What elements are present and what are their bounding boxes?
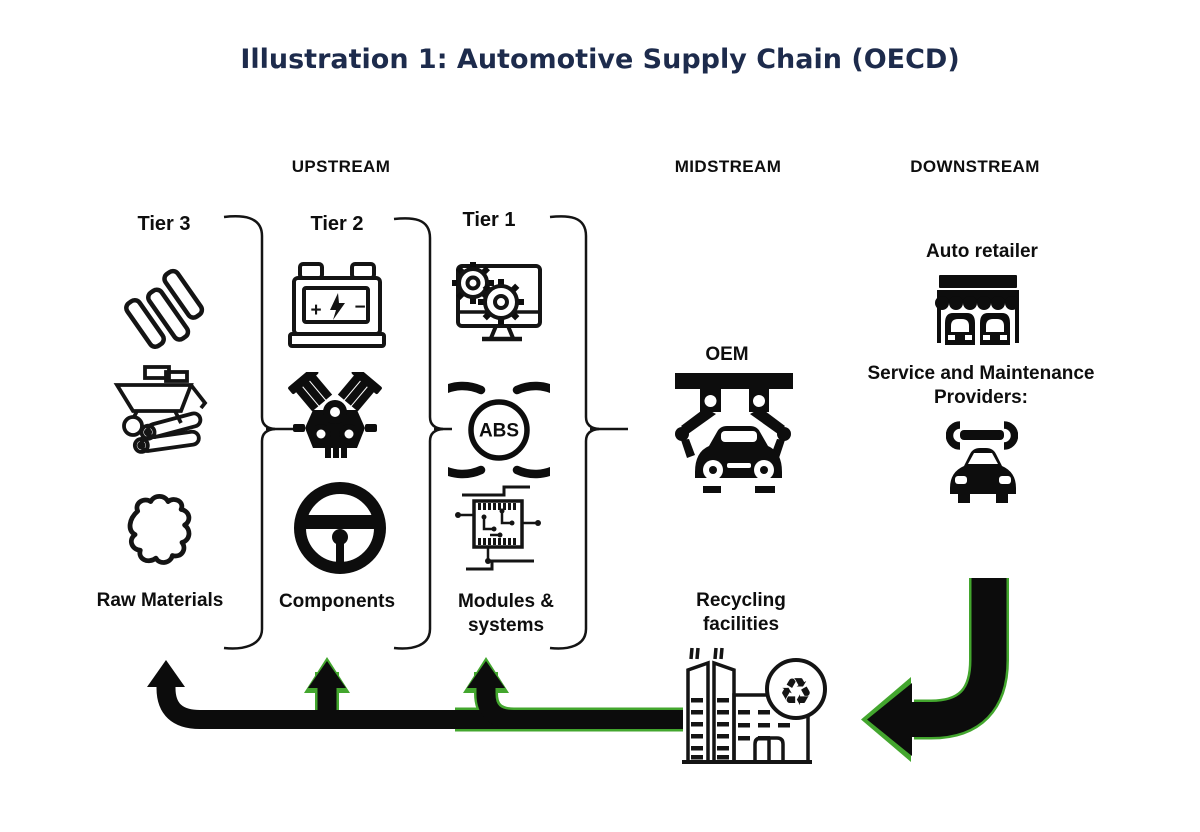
wrench-icon xyxy=(946,421,1018,450)
steering-wheel-icon xyxy=(294,482,386,574)
wrench-car-icon xyxy=(946,421,1018,503)
monitor-gears-icon xyxy=(452,262,542,342)
tier2-label: Tier 2 xyxy=(310,213,364,235)
leather-hide-icon xyxy=(127,493,192,565)
tier3-caption: Raw Materials xyxy=(96,590,224,611)
header-downstream: DOWNSTREAM xyxy=(910,157,1040,176)
recycle-badge xyxy=(765,658,827,720)
abs-text: ABS xyxy=(479,421,519,442)
abs-warning-icon: ABS xyxy=(448,381,550,479)
recycling-factory-icon: ♻ xyxy=(682,647,827,764)
header-midstream: MIDSTREAM xyxy=(674,157,782,176)
assembly-robots-car-icon xyxy=(675,373,793,493)
gear-icon xyxy=(478,279,524,325)
tier1-caption: Modules & systems xyxy=(457,591,555,637)
recycle-icon: ♻ xyxy=(779,670,813,714)
service-maintenance-label: Service and Maintenance Providers: xyxy=(867,363,1095,409)
battery-plus-symbol: + xyxy=(310,300,321,321)
auto-retailer-label: Auto retailer xyxy=(926,241,1038,262)
tier2-caption: Components xyxy=(278,591,396,612)
engine-icon xyxy=(288,372,382,458)
header-upstream: UPSTREAM xyxy=(291,157,391,176)
oem-label: OEM xyxy=(705,344,749,365)
metal-sheets-icon xyxy=(124,268,205,349)
circuit-board-icon xyxy=(455,485,541,571)
battery-bolt-icon xyxy=(330,293,345,320)
wheelbarrow-logs-icon xyxy=(113,365,208,454)
car-dealership-icon xyxy=(935,275,1019,345)
car-battery-icon: + − xyxy=(288,262,386,348)
tier3-label: Tier 3 xyxy=(137,213,191,235)
recycling-label: Recycling facilities xyxy=(696,590,786,636)
tier1-label: Tier 1 xyxy=(462,209,516,231)
gear-icon xyxy=(452,262,494,304)
smoke-icon xyxy=(689,647,724,660)
battery-minus-symbol: − xyxy=(354,297,365,318)
page-title: Illustration 1: Automotive Supply Chain … xyxy=(240,44,960,75)
